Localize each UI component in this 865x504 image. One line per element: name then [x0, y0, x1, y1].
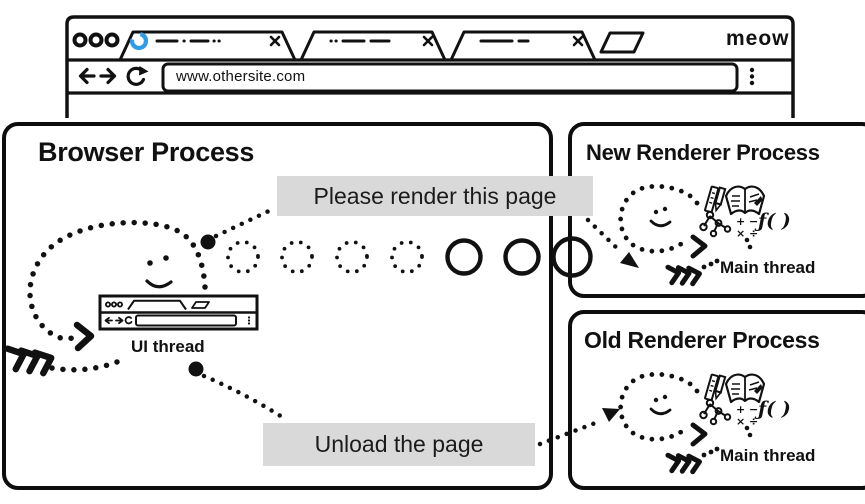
tab-1[interactable]	[118, 30, 297, 61]
reload-icon[interactable]	[126, 66, 149, 86]
tab-2[interactable]	[299, 30, 447, 61]
url-text[interactable]: www.othersite.com	[176, 68, 306, 85]
spinner-icon	[129, 31, 149, 51]
browser-window	[65, 15, 795, 118]
kebab-menu-icon[interactable]	[749, 67, 755, 86]
new-main-thread-label: Main thread	[720, 258, 816, 277]
new-tab-button[interactable]	[599, 31, 645, 54]
ui-thread-label: UI thread	[131, 337, 205, 356]
close-tab-icon[interactable]	[572, 35, 584, 47]
old-renderer-title: Old Renderer Process	[584, 327, 820, 353]
old-main-thread-label: Main thread	[720, 446, 816, 465]
forward-icon[interactable]	[99, 67, 117, 85]
window-frame	[65, 15, 795, 118]
close-tab-icon[interactable]	[422, 35, 434, 47]
unload-message-label: Unload the page	[263, 423, 535, 466]
window-controls[interactable]	[72, 32, 120, 48]
brand-text: meow	[726, 27, 790, 50]
close-tab-icon[interactable]	[269, 35, 281, 47]
maximize-window-icon[interactable]	[104, 32, 120, 48]
browser-process-title: Browser Process	[38, 137, 255, 167]
close-window-icon[interactable]	[72, 32, 88, 48]
minimize-window-icon[interactable]	[88, 32, 104, 48]
render-message-label: Please render this page	[277, 176, 593, 216]
url-bar[interactable]	[161, 62, 739, 93]
back-icon[interactable]	[78, 67, 96, 85]
tab-3[interactable]	[449, 30, 597, 61]
new-renderer-title: New Renderer Process	[586, 140, 820, 165]
